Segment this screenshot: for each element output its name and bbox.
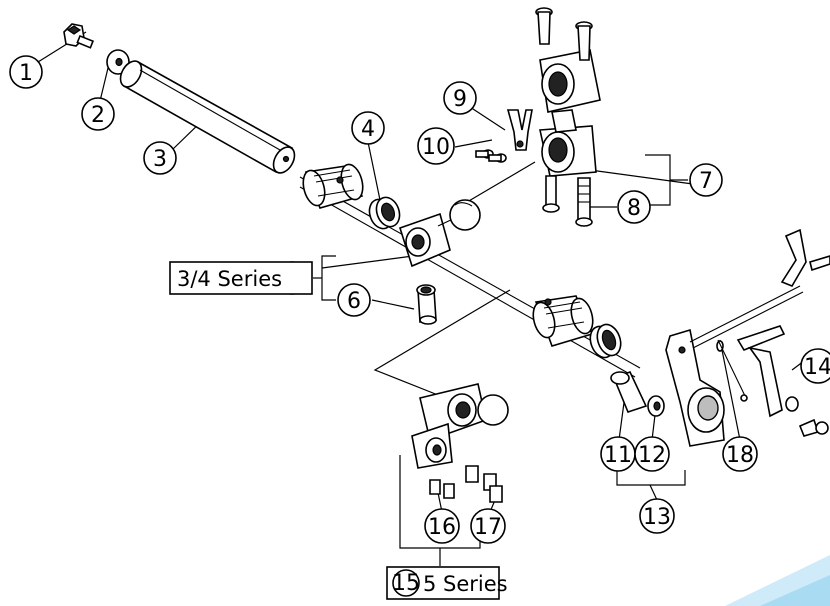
callout-1: 1 [9,55,43,89]
svg-text:3/4 Series: 3/4 Series [177,267,282,291]
svg-text:18: 18 [726,443,754,468]
callout-9: 9 [443,81,477,115]
svg-text:1: 1 [19,61,33,86]
callout-3: 3 [143,141,177,175]
callout-12: 12 [634,436,670,472]
part-13-lever [665,328,725,447]
callout-17: 17 [470,508,506,544]
svg-text:3: 3 [153,147,167,172]
callouts: 1 2 3 4 5 6 7 8 [9,55,830,544]
part-17-set-screws [465,465,503,503]
svg-text:17: 17 [474,515,502,540]
callout-14: 14 [800,348,830,384]
callout-8: 8 [617,190,651,224]
callout-10: 10 [417,127,455,165]
svg-text:13: 13 [643,505,671,530]
watermark-swoosh-inner [760,575,830,606]
svg-text:8: 8 [627,196,641,221]
part-9-fork [506,109,533,151]
callout-4: 4 [351,111,385,145]
leader-lines [37,31,813,566]
right-collar [532,295,594,347]
part-8-screws [542,175,593,227]
part-5-crank-34 [399,199,481,268]
svg-text:6: 6 [347,289,361,314]
series-5-label: 15 5 Series [386,566,508,600]
callout-18: 18 [722,436,758,472]
part-4-bushing [368,196,401,230]
part-10-screws [475,149,507,163]
callout-7: 7 [689,163,723,197]
svg-text:2: 2 [91,103,105,128]
svg-text:4: 4 [361,117,375,142]
svg-text:11: 11 [604,443,632,468]
part-16-set-screws [429,479,455,499]
part-4-collar-assembly [302,163,364,209]
part-11-bolt [610,370,648,413]
part-3-shaft [119,60,296,174]
part-6-pin [416,284,437,325]
svg-text:14: 14 [804,355,830,380]
part-7-clamp [539,49,601,177]
part-15-crank-5 [411,383,509,469]
callout-6: 6 [337,283,371,317]
part-14-rod [689,228,830,437]
svg-text:16: 16 [428,515,456,540]
callout-11: 11 [600,436,636,472]
svg-text:9: 9 [453,87,467,112]
svg-text:12: 12 [638,443,666,468]
svg-text:7: 7 [699,169,713,194]
series-34-label: 3/4 Series [169,261,313,295]
part-7-top-screws [535,7,593,61]
svg-text:15: 15 [392,571,420,596]
svg-text:5 Series: 5 Series [423,572,508,596]
right-bushing [589,323,622,359]
part-1-screw [63,23,95,49]
svg-text:10: 10 [422,135,450,160]
part-12-washer [647,395,665,417]
callout-13: 13 [639,498,675,534]
callout-16: 16 [424,508,460,544]
callout-2: 2 [81,97,115,131]
part-18-pin [717,339,748,402]
